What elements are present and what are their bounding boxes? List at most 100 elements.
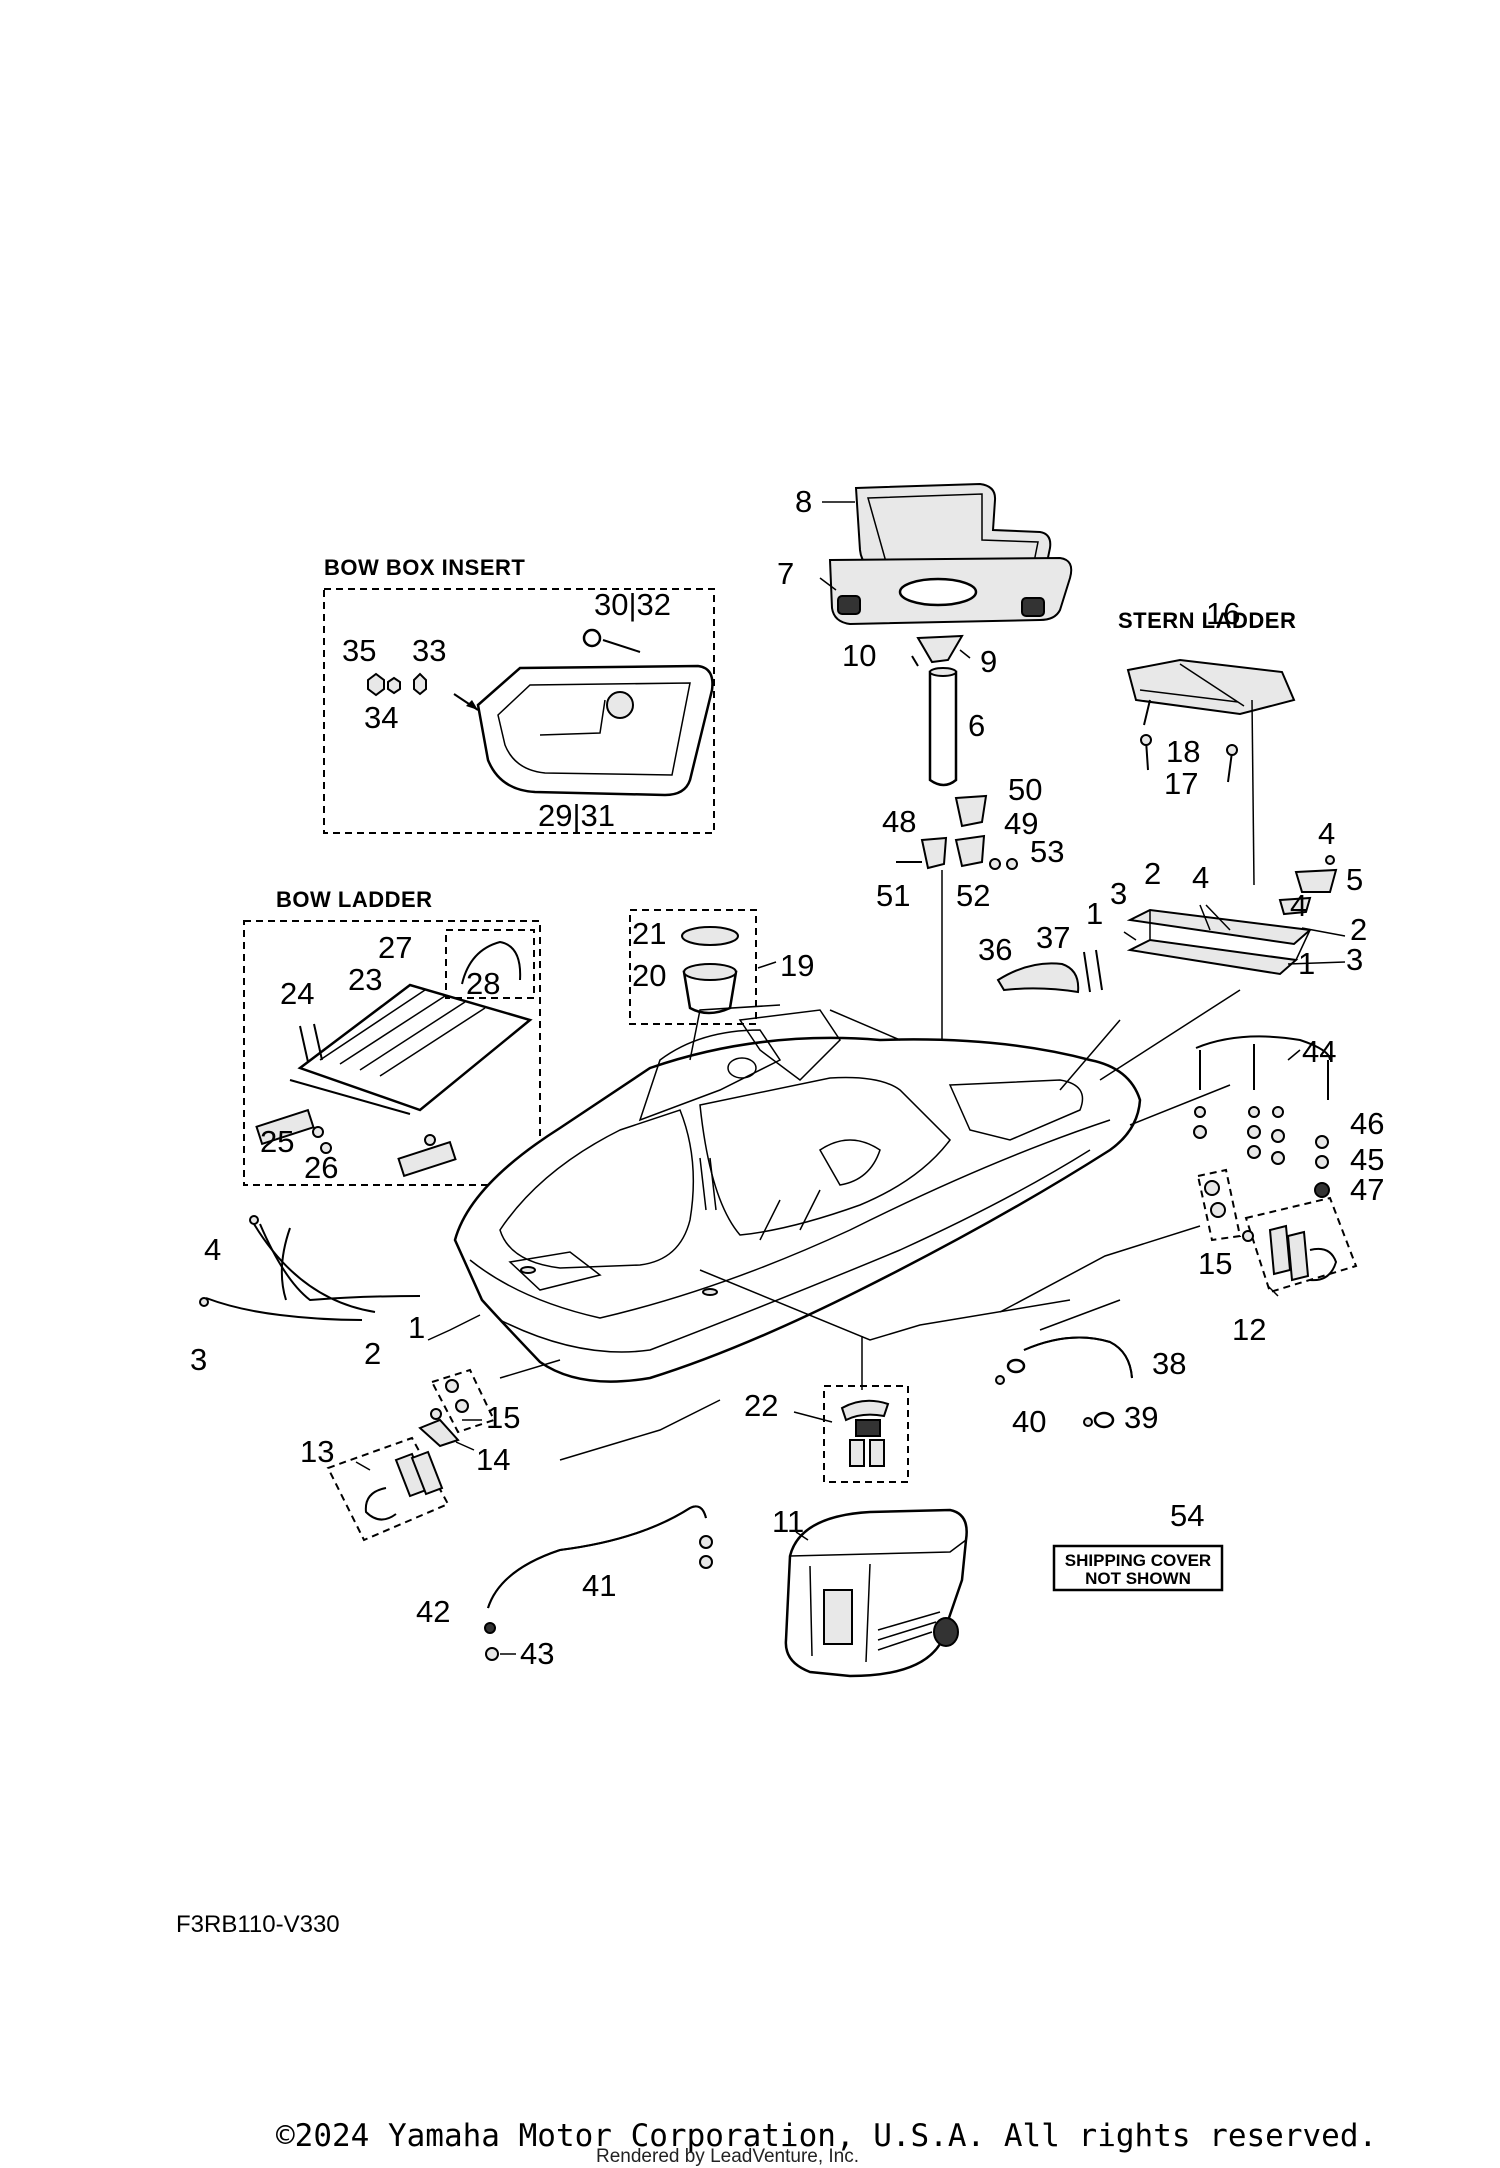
callout-40: 40 bbox=[1012, 1404, 1046, 1439]
main-cockpit bbox=[699, 1076, 951, 1236]
washer-44b bbox=[1248, 1106, 1260, 1118]
cup-holder-frame bbox=[629, 909, 757, 1025]
bow-box-tray-inner bbox=[497, 682, 691, 776]
handrail-41-inner bbox=[487, 1505, 707, 1609]
bow-ladder-hinge-rod bbox=[289, 1079, 411, 1115]
side-cleat bbox=[702, 1288, 718, 1296]
rail-sides bbox=[1149, 910, 1311, 961]
rail-2 bbox=[1126, 908, 1313, 946]
tiedown-12-plate-b bbox=[1286, 1230, 1310, 1282]
nut-41-a bbox=[699, 1535, 713, 1549]
windshield-center bbox=[738, 1009, 841, 1081]
shipping-cover-line1: SHIPPING COVER bbox=[1065, 1551, 1211, 1570]
cup-holder-group: 21 20 19 bbox=[629, 909, 814, 1025]
callout-37: 37 bbox=[1036, 920, 1070, 955]
rail-left-mid bbox=[205, 1297, 363, 1321]
stern-ladder-16-detail bbox=[1139, 663, 1245, 707]
callout-54: 54 bbox=[1170, 1498, 1204, 1533]
nut-15-right-b bbox=[1210, 1202, 1226, 1218]
screw-10 bbox=[911, 655, 919, 667]
connector-stern-rail bbox=[1099, 989, 1241, 1081]
cleat-22-frame bbox=[823, 1385, 909, 1483]
bow-rail-left-group: 4 3 2 1 bbox=[190, 1215, 481, 1377]
washer-44a bbox=[1194, 1106, 1206, 1118]
shipping-cover-line2: NOT SHOWN bbox=[1085, 1569, 1191, 1588]
bow-ladder-body bbox=[297, 983, 533, 1112]
connector-15-right bbox=[999, 1225, 1201, 1313]
callout-46: 46 bbox=[1350, 1106, 1384, 1141]
callout-1-stern-right: 1 bbox=[1298, 946, 1315, 981]
washer-45 bbox=[1315, 1155, 1329, 1169]
callout-43: 43 bbox=[520, 1636, 554, 1671]
deck-detail bbox=[759, 1189, 821, 1241]
callout-44: 44 bbox=[1302, 1034, 1336, 1069]
strap-28 bbox=[461, 940, 522, 985]
tiedown-12-frame bbox=[1244, 1196, 1358, 1294]
callout-3-stern-left: 3 bbox=[1110, 876, 1127, 911]
leaders-rail bbox=[1123, 904, 1231, 941]
handrail-41-group: 41 42 43 bbox=[416, 1505, 713, 1671]
cooler-11-grille bbox=[877, 1611, 941, 1651]
bow-ladder-frame bbox=[243, 920, 541, 1186]
callout-4-left: 4 bbox=[204, 1232, 221, 1267]
screw-4-left bbox=[249, 1215, 259, 1225]
connector-41 bbox=[559, 1399, 721, 1461]
clip-50 bbox=[954, 794, 988, 828]
connector-36 bbox=[1059, 1019, 1121, 1091]
tiedown-15-right-frame bbox=[1196, 1168, 1242, 1242]
stern-ladder-heading: STERN LADDER bbox=[1118, 608, 1296, 633]
rail-44 bbox=[1195, 1035, 1331, 1061]
tiedown-12-hook bbox=[1309, 1247, 1338, 1282]
leader-1-left bbox=[427, 1314, 481, 1341]
nut-26b bbox=[424, 1134, 436, 1146]
clip-33 bbox=[413, 672, 427, 696]
leader-9 bbox=[959, 649, 971, 659]
callout-1-left: 1 bbox=[408, 1310, 425, 1345]
hull-gunwale bbox=[469, 1119, 1111, 1319]
arrow-head-33 bbox=[466, 700, 478, 710]
bow-box-tray bbox=[476, 664, 714, 797]
bracket-4-small bbox=[1278, 896, 1312, 916]
leader-19 bbox=[757, 961, 777, 969]
callout-51: 51 bbox=[876, 878, 910, 913]
bow-box-insert-heading: BOW BOX INSERT bbox=[324, 555, 525, 580]
callout-22: 22 bbox=[744, 1388, 778, 1423]
washer-39 bbox=[1093, 1411, 1115, 1429]
washer-46 bbox=[1315, 1135, 1329, 1149]
leader-12 bbox=[1267, 1285, 1279, 1297]
nut-44a bbox=[1193, 1125, 1207, 1139]
callout-29-31: 29|31 bbox=[538, 798, 615, 833]
washer-43 bbox=[485, 1647, 499, 1661]
screws-37 bbox=[1083, 949, 1103, 993]
connector-44 bbox=[1129, 1084, 1231, 1126]
cooler-11-lid-edge bbox=[789, 1539, 967, 1557]
callout-1-stern-left: 1 bbox=[1086, 896, 1103, 931]
callout-2-stern-right: 2 bbox=[1350, 912, 1367, 947]
rail-1 bbox=[1126, 938, 1299, 976]
nut-26 bbox=[320, 1142, 332, 1154]
callout-15-left: 15 bbox=[486, 1400, 520, 1435]
nut-41-b bbox=[699, 1555, 713, 1569]
rail-left-curve bbox=[280, 1227, 291, 1301]
callout-50: 50 bbox=[1008, 772, 1042, 807]
callout-41: 41 bbox=[582, 1568, 616, 1603]
callout-27: 27 bbox=[378, 930, 412, 965]
callout-24: 24 bbox=[280, 976, 314, 1011]
callout-16: 16 bbox=[1206, 596, 1240, 631]
seat-base-7-hole bbox=[898, 577, 978, 607]
cooler-11-sides bbox=[809, 1563, 871, 1663]
cleat-22-top bbox=[840, 1399, 890, 1422]
callout-6: 6 bbox=[968, 708, 985, 743]
callout-34: 34 bbox=[364, 700, 398, 735]
connector-38 bbox=[1039, 1299, 1121, 1331]
callout-3-left: 3 bbox=[190, 1342, 207, 1377]
callout-53: 53 bbox=[1030, 834, 1064, 869]
callout-18: 18 bbox=[1166, 734, 1200, 769]
cleat-22-bolt-a bbox=[849, 1439, 865, 1467]
callout-14: 14 bbox=[476, 1442, 510, 1477]
screw-4-top bbox=[1325, 855, 1335, 865]
bow-ladder-rungs bbox=[319, 989, 486, 1077]
grab-handle-36 bbox=[996, 962, 1080, 994]
nut-44d bbox=[1271, 1129, 1285, 1143]
